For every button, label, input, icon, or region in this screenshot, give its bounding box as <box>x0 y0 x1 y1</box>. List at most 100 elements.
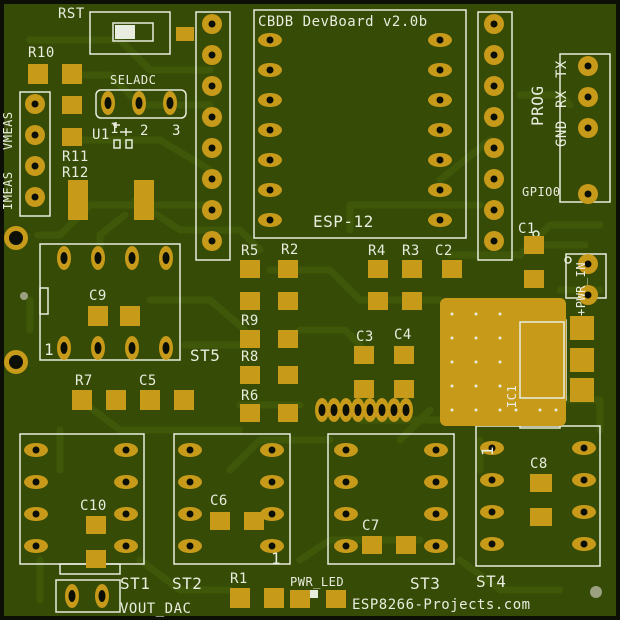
drill-hole <box>208 82 216 90</box>
label-rx: RX <box>554 90 570 108</box>
drill-hole <box>94 342 102 354</box>
label-switch-pin: 1 <box>140 24 148 38</box>
drill-hole <box>436 96 444 104</box>
label-u1: U1 <box>92 127 110 143</box>
drill-hole <box>432 542 440 550</box>
label-pwr-in: +PWR_IN <box>574 261 588 316</box>
drill-hole <box>436 216 444 224</box>
drill-hole <box>32 510 40 518</box>
drill-hole <box>208 51 216 59</box>
drill-hole <box>378 404 386 416</box>
module-label: ESP-12 <box>313 212 374 231</box>
label-r1: R1 <box>230 571 248 587</box>
drill-hole <box>94 252 102 264</box>
drill-hole <box>32 446 40 454</box>
drill-hole <box>432 478 440 486</box>
meas-header-outline <box>19 91 51 217</box>
drill-hole <box>584 93 592 101</box>
drill-hole <box>436 66 444 74</box>
label-r11: R11 <box>62 149 89 165</box>
through-hole-pads <box>24 14 598 608</box>
label-prog: PROG <box>528 85 547 126</box>
drill-hole <box>488 444 496 452</box>
mounting-holes <box>4 226 602 598</box>
drill-hole <box>342 510 350 518</box>
drill-hole <box>490 206 498 214</box>
drill-hole <box>128 252 136 264</box>
drill-hole <box>31 131 39 139</box>
website-label: ESP8266-Projects.com <box>352 597 531 613</box>
drill-hole <box>208 144 216 152</box>
drill-hole <box>60 342 68 354</box>
label-vout-dac: VOUT_DAC <box>120 601 192 617</box>
label-r10: R10 <box>28 45 55 61</box>
drill-hole <box>584 291 592 299</box>
label-r3: R3 <box>402 243 420 259</box>
label-c7: C7 <box>362 518 380 534</box>
rst-switch-outline <box>89 11 171 55</box>
drill-hole <box>268 478 276 486</box>
drill-hole <box>122 542 130 550</box>
drill-hole <box>584 260 592 268</box>
label-r12: R12 <box>62 165 89 181</box>
drill-hole <box>580 476 588 484</box>
label-tx: TX <box>554 60 570 78</box>
drill-hole <box>128 342 136 354</box>
label-r6: R6 <box>241 388 259 404</box>
label-gpio0: GPIO0 <box>522 185 561 199</box>
st3-outline <box>327 433 455 565</box>
drill-hole <box>162 342 170 354</box>
label-r7: R7 <box>75 373 93 389</box>
label-pwr-led: PWR_LED <box>290 575 345 589</box>
drill-hole <box>186 542 194 550</box>
drill-hole <box>436 36 444 44</box>
drill-hole <box>208 206 216 214</box>
label-st4: ST4 <box>476 572 507 591</box>
drill-hole <box>432 446 440 454</box>
board-title: CBDB DevBoard v2.0b <box>258 14 428 30</box>
drill-hole <box>135 97 143 109</box>
st2-outline <box>173 433 291 565</box>
drill-hole <box>266 186 274 194</box>
drill-hole <box>488 508 496 516</box>
esp-left-header-outline <box>195 11 231 261</box>
drill-hole <box>122 478 130 486</box>
label-c6: C6 <box>210 493 228 509</box>
drill-hole <box>436 126 444 134</box>
drill-hole <box>122 446 130 454</box>
drill-hole <box>208 113 216 121</box>
drill-hole <box>436 186 444 194</box>
label-st1: ST1 <box>120 574 151 593</box>
drill-hole <box>490 82 498 90</box>
drill-hole <box>162 252 170 264</box>
drill-hole <box>490 144 498 152</box>
drill-hole <box>488 540 496 548</box>
drill-hole <box>208 175 216 183</box>
drill-hole <box>60 252 68 264</box>
drill-hole <box>318 404 326 416</box>
label-c3: C3 <box>356 329 374 345</box>
drill-hole <box>186 510 194 518</box>
drill-hole <box>122 510 130 518</box>
drill-hole <box>490 51 498 59</box>
seladc-jumper-outline <box>95 89 187 119</box>
drill-hole <box>68 590 76 602</box>
label-r5: R5 <box>241 243 259 259</box>
drill-hole <box>580 444 588 452</box>
drill-hole <box>208 237 216 245</box>
drill-hole <box>104 97 112 109</box>
drill-hole <box>490 113 498 121</box>
label-gnd: GND <box>554 120 570 147</box>
esp-right-header-outline <box>477 11 513 261</box>
drill-hole <box>186 446 194 454</box>
drill-hole <box>488 476 496 484</box>
drill-hole <box>166 97 174 109</box>
label-r4: R4 <box>368 243 386 259</box>
drill-hole <box>208 20 216 28</box>
drill-hole <box>584 190 592 198</box>
drill-hole <box>342 446 350 454</box>
label-rst: RST <box>58 6 85 22</box>
drill-hole <box>266 36 274 44</box>
drill-hole <box>580 540 588 548</box>
